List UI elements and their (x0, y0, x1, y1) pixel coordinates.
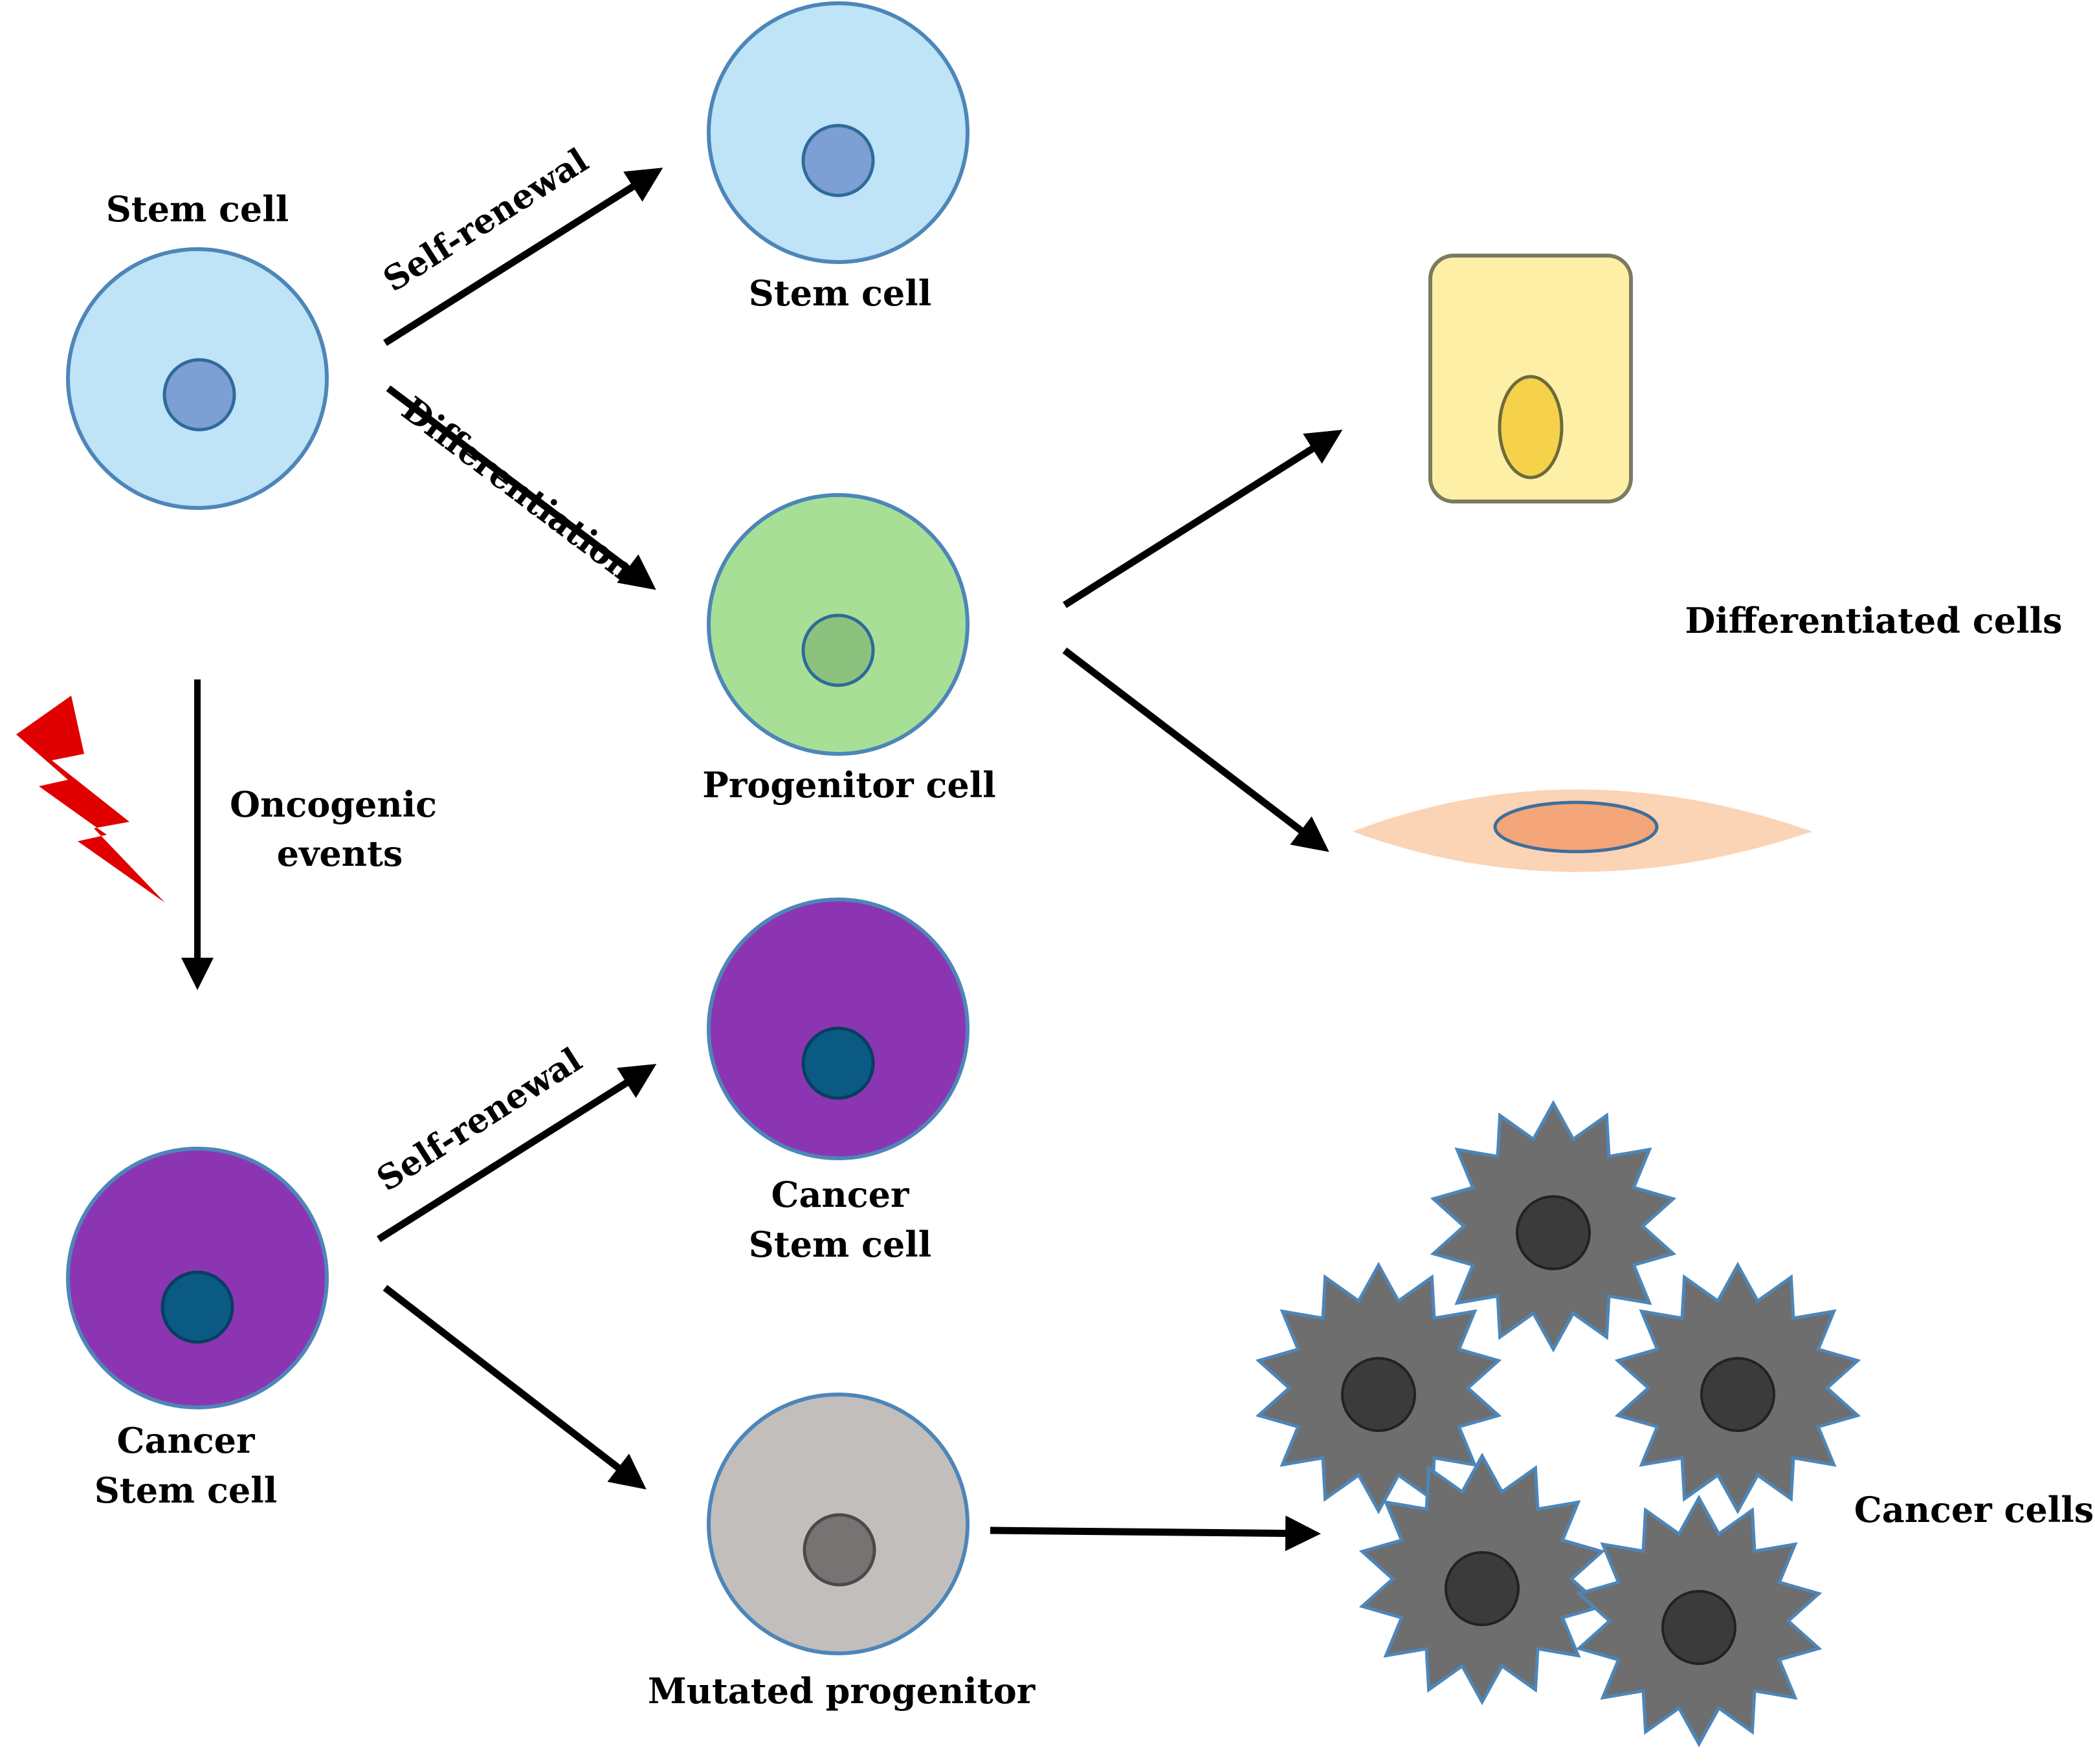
mutated-progenitor-nucleus (803, 1513, 876, 1587)
stem-cell-renewed (707, 1, 970, 264)
cancer-stem-cell-left (66, 1147, 329, 1409)
cancer-cell (1358, 1452, 1606, 1706)
label-cancer-cells: Cancer cells (1854, 1489, 2094, 1530)
cancer-cell-nucleus (1445, 1551, 1520, 1626)
label-cancer-stem-cell-renewed-line1: Cancer (771, 1174, 909, 1215)
progenitor-cell-nucleus (801, 613, 875, 687)
label-cancer-stem-cell-left-line2: Stem cell (94, 1470, 278, 1511)
label-cancer-stem-cell-left-line1: Cancer (117, 1420, 255, 1461)
node-labels: Stem cell Stem cell Progenitor cell Diff… (94, 188, 2094, 1712)
cancer-cell (1255, 1261, 1502, 1515)
differentiated-rect-cell-nucleus (1498, 375, 1564, 480)
label-oncogenic-line2: events (277, 833, 403, 874)
label-cancer-stem-cell-renewed-line2: Stem cell (749, 1224, 932, 1265)
arrows (181, 168, 1343, 1552)
progenitor-to-spindle-cell-arrow (1062, 647, 1329, 852)
stem-cell-top-nucleus (162, 358, 236, 432)
progenitor-cell (707, 493, 970, 756)
mutated-progenitor-cell (707, 1393, 970, 1655)
label-oncogenic-line1: Oncogenic (230, 784, 437, 825)
label-progenitor-cell: Progenitor cell (702, 764, 995, 806)
label-stem-cell-top: Stem cell (106, 188, 289, 230)
cancer-stem-cell-renewed-nucleus (801, 1026, 875, 1100)
stem-cell-renewed-nucleus (801, 124, 875, 197)
label-stem-cell-renewed: Stem cell (749, 272, 932, 314)
cancer-stem-cell-renewed (707, 898, 970, 1160)
cancer-stem-to-mutated-arrow (382, 1284, 647, 1490)
cancer-cell (1614, 1261, 1861, 1515)
cancer-cell-nucleus (1700, 1357, 1775, 1432)
cancer-cell-nucleus (1341, 1357, 1416, 1432)
cancer-stem-cell-left-nucleus (161, 1270, 234, 1344)
progenitor-to-rect-cell-arrow (1063, 430, 1343, 608)
cancer-cell-nucleus (1661, 1590, 1736, 1665)
lightning-bolt-icon (16, 696, 165, 903)
differentiated-spindle-cell-nucleus (1493, 800, 1659, 854)
cancer-cells-cluster (1255, 1099, 1861, 1748)
cancer-cell-nucleus (1516, 1195, 1591, 1270)
cancer-cell (1575, 1494, 1823, 1748)
label-differentiated-cells: Differentiated cells (1685, 600, 2062, 641)
stem-cell-top (66, 247, 329, 510)
self-renewal-top-arrow (383, 168, 663, 346)
differentiated-spindle-cell (1353, 789, 1812, 872)
mutated-to-cancer-cells-arrow (990, 1516, 1321, 1552)
label-mutated-progenitor: Mutated progenitor (648, 1670, 1036, 1712)
differentiation-arrow (386, 385, 656, 590)
self-renewal-bottom-arrow (377, 1064, 657, 1242)
label-differentiation: Differentiation (394, 389, 641, 589)
cancer-cell (1430, 1099, 1677, 1353)
differentiated-rect-cell (1428, 254, 1633, 503)
